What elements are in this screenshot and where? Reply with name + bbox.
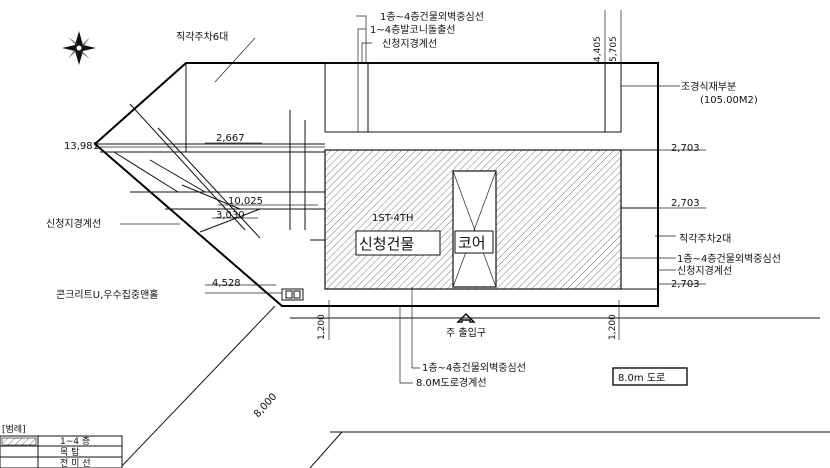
north-arrow-icon (62, 31, 96, 65)
dim-8000: 8,000 (252, 391, 279, 420)
dim-4528: 4,528 (212, 278, 241, 289)
entrance-arrow-icon (456, 312, 476, 323)
label-landscape: 조경식재부분 (681, 80, 736, 93)
label-core: 코어 (458, 234, 486, 252)
dim-10025: 10,025 (228, 196, 263, 207)
label-concrete-manhole: 콘크리트U,우수집중맨홀 (56, 288, 159, 301)
label-landscape-area: (105.00M2) (700, 95, 758, 106)
legend-title: [범례] (2, 424, 26, 435)
dim-13981: 13,981 (64, 141, 99, 152)
label-parking-2: 직각주차2대 (679, 233, 731, 245)
dim-4405: 4,405 (593, 36, 603, 62)
label-main-entrance: 주 출입구 (446, 326, 486, 339)
label-centerline-right: 1층~4층건물외벽중심선 (677, 253, 781, 265)
label-centerline-bottom: 1층~4층건물외벽중심선 (422, 362, 526, 374)
dim-2703-b: 2,703 (671, 198, 700, 209)
dim-2703-c: 2,703 (671, 279, 700, 290)
parking-stalls-left (95, 63, 325, 241)
legend-row-2: 목 탑 (60, 446, 79, 458)
road-label-box (612, 367, 688, 386)
label-parking-6: 직각주차6대 (176, 31, 228, 43)
dim-5705: 5,705 (609, 36, 619, 62)
legend-row-3: 전 미 선 (60, 458, 91, 468)
dim-1200-b: 1,200 (608, 314, 618, 340)
label-boundary-left: 신청지경계선 (46, 217, 101, 230)
label-boundary-right: 신청지경계선 (677, 264, 732, 277)
dim-3030: 3,030 (216, 210, 245, 221)
label-building: 신청건물 (359, 235, 414, 253)
label-boundary-top: 신청지경계선 (382, 37, 437, 50)
legend (0, 435, 123, 468)
label-road: 8.0m 도로 (618, 373, 665, 384)
dim-1200-a: 1,200 (317, 314, 327, 340)
label-centerline-top: 1층~4층건물외벽중심선 (380, 11, 484, 23)
label-balcony-line: 1~4층발코니돌출선 (370, 24, 456, 36)
legend-row-1: 1~4 층 (60, 436, 90, 447)
label-road-boundary: 8.0M도로경계선 (416, 376, 487, 389)
label-floors: 1ST-4TH (372, 213, 414, 224)
dim-2667: 2,667 (216, 133, 245, 144)
landscape-area (324, 62, 622, 133)
dim-2703-a: 2,703 (671, 143, 700, 154)
